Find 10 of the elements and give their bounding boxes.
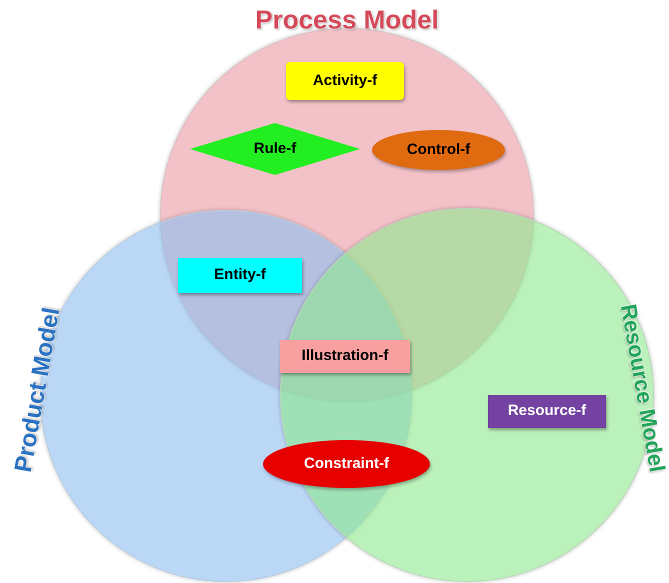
label-box: Resource-f (488, 395, 606, 428)
set-title: Process Model (255, 4, 439, 36)
label-ellipse: Control-f (372, 130, 505, 170)
label-box: Activity-f (286, 62, 404, 100)
set-title: Product Model (8, 304, 66, 476)
label-box: Entity-f (178, 258, 302, 293)
label-diamond: Rule-f (190, 123, 360, 175)
label-ellipse: Constraint-f (263, 440, 430, 488)
set-title: Resource Model (614, 301, 669, 475)
label-box: Illustration-f (280, 340, 410, 373)
